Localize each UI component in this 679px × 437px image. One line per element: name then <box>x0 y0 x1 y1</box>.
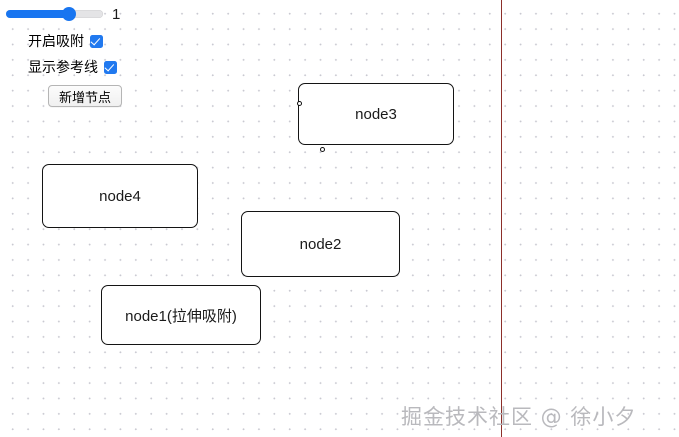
node-label: node2 <box>299 235 342 253</box>
checkbox-label: 开启吸附 <box>28 33 84 49</box>
canvas-node-node3[interactable]: node3 <box>296 83 454 152</box>
slider-value-label: 1 <box>112 5 121 23</box>
alignment-guide-line <box>501 0 502 437</box>
add-node-button[interactable]: 新增节点 <box>48 85 122 107</box>
show-guideline-checkbox[interactable] <box>104 60 117 74</box>
enable-snap-checkbox[interactable] <box>90 34 103 48</box>
slider-thumb[interactable] <box>61 7 76 21</box>
checkbox-row-show-guideline[interactable]: 显示参考线 <box>28 60 117 74</box>
checkbox-label: 显示参考线 <box>28 59 98 75</box>
check-icon <box>104 60 115 71</box>
checkbox-row-enable-snap[interactable]: 开启吸附 <box>28 34 103 48</box>
scale-slider[interactable] <box>6 6 103 22</box>
scale-slider-row: 1 <box>6 6 120 22</box>
watermark-text: 掘金技术社区 @ 徐小夕 <box>401 405 637 429</box>
slider-fill <box>6 10 71 18</box>
node-label: node4 <box>99 187 141 205</box>
canvas-node-node4[interactable]: node4 <box>42 164 198 228</box>
resize-handle-left[interactable] <box>296 101 302 106</box>
canvas-node-node1[interactable]: node1(拉伸吸附) <box>101 285 261 345</box>
resize-handle-bottom[interactable] <box>320 147 325 152</box>
node-label: node3 <box>355 105 397 123</box>
node-label: node1(拉伸吸附) <box>125 307 237 325</box>
check-icon <box>90 34 101 45</box>
canvas-node-node2[interactable]: node2 <box>241 211 400 277</box>
